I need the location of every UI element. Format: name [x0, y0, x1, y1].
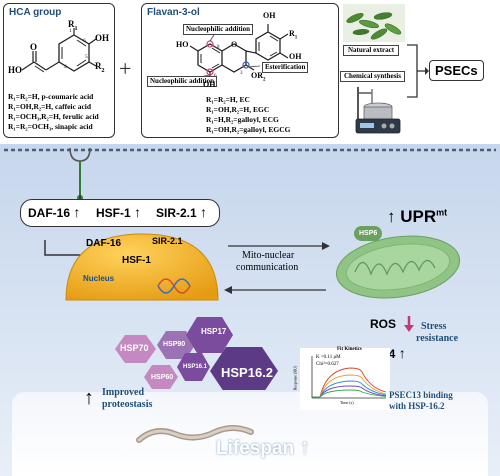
fit-kd-label: K =0.11 μM: [316, 355, 341, 360]
flavan-line-1: R₁=R₂=H, EC: [206, 95, 250, 104]
binding-line-1: PSEC13 binding: [389, 390, 453, 400]
fit-chi-label: Chi²=0.627: [316, 362, 339, 367]
proteostasis-up-arrow: ↑: [84, 387, 94, 409]
proteostasis-line-2: proteostasis: [102, 399, 153, 410]
fit-ylabel: Response (RU): [292, 365, 298, 391]
flavan-or2-label: OR2: [251, 71, 266, 83]
stress-resistance-line-2: resistance: [416, 333, 459, 344]
svg-text:8: 8: [217, 45, 220, 50]
flavan-oh-right-label: OH: [289, 52, 302, 61]
hca-r2-label: R2: [95, 61, 105, 74]
stress-resistance-line-1: Stress: [421, 321, 447, 332]
hca-oh-label: OH: [95, 33, 110, 43]
svg-text:6: 6: [83, 38, 86, 44]
mito-nuclear-line-2: communication: [236, 262, 299, 273]
fit-kinetics-title: Fit Kinetics: [337, 347, 362, 352]
upr-mt-label: ↑ UPRmt: [387, 207, 448, 226]
hsp6-badge: HSP6: [354, 226, 383, 241]
ros-label: ROS: [370, 317, 397, 331]
nucleus-hsf1: HSF-1: [122, 255, 151, 266]
ros-down-arrow: [404, 316, 414, 332]
plus-sign: +: [119, 56, 132, 81]
hca-o-label: O: [30, 42, 38, 52]
hsp161-badge: HSP16.1: [183, 364, 208, 370]
proteostasis-line-1: Improved: [102, 387, 145, 398]
fit-kinetics-chart: [300, 348, 390, 410]
flavan-line-4: R₁=OH,R₂=galloyl, EGCG: [206, 125, 291, 134]
hca-line-4: R₁=R₂=OCH₃, sinapic acid: [8, 122, 93, 131]
hsp162-badge: HSP16.2: [221, 365, 274, 380]
transcription-factors-box: [20, 199, 220, 227]
hca-group-title: HCA group: [9, 7, 62, 18]
hca-ho-label: HO: [8, 65, 23, 75]
hsp-cluster: [115, 317, 278, 390]
hsp17-badge: HSP17: [201, 327, 227, 336]
hsp90-badge: HSP90: [163, 341, 186, 348]
chemical-reactor-image: [355, 87, 401, 134]
hca-line-2: R₁=OH,R₂=H, caffeic acid: [8, 102, 92, 111]
hca-r1-label: R1: [68, 19, 78, 32]
hca-line-1: R₁=R₂=H, p-coumaric acid: [8, 92, 94, 101]
svg-text:O: O: [231, 40, 237, 49]
fit-xlabel: Time (s): [340, 400, 354, 405]
svg-text:5: 5: [85, 54, 88, 60]
flavan-line-2: R₁=OH,R₂=H, EGC: [206, 105, 270, 114]
nucleus: [65, 233, 219, 301]
lifespan-label: Lifespan ↑: [216, 434, 311, 459]
hca-group-panel: [3, 3, 115, 138]
communication-arrows: [224, 242, 330, 294]
nucleus-label: Nucleus: [83, 274, 115, 283]
factor-daf16: DAF-16 ↑: [28, 204, 81, 220]
hsp70-badge: HSP70: [120, 343, 149, 353]
flavan-r1-label: R1: [289, 29, 298, 41]
chemical-synthesis-label: Chemical synthesis: [340, 71, 405, 82]
svg-text:3: 3: [240, 71, 243, 76]
svg-text:1: 1: [69, 28, 72, 34]
psecs-label: PSECs: [429, 60, 484, 81]
svg-text:4: 4: [64, 64, 67, 70]
natural-extract-label: Natural extract: [343, 45, 400, 56]
factor-hsf1: HSF-1 ↑: [96, 204, 142, 220]
hsp60-badge: HSP60: [151, 374, 174, 381]
flavan-oh-top-label: OH: [263, 11, 276, 20]
source-connector-arrow: [407, 44, 429, 98]
hca-structure: 1 4 6 5: [21, 28, 97, 73]
mitochondrion: [335, 235, 461, 299]
factor-sir21: SIR-2.1 ↑: [156, 204, 208, 220]
green-tea-leaves-image: [343, 4, 405, 42]
hca-line-3: R₁=OCH₃,R₂=H, ferulic acid: [8, 112, 99, 121]
flavan-title: Flavan-3-ol: [147, 7, 200, 18]
nucleophilic-addition-callout-1: Nucleophilic addition: [183, 24, 253, 35]
flavan-ho-label: HO: [176, 40, 189, 49]
flavan-oh-bottom-label: OH: [203, 80, 216, 89]
nucleus-sir21: SIR-2.1: [152, 236, 183, 246]
nucleophilic-addition-callout-2: Nucleophilic addition: [147, 76, 217, 87]
binding-line-2: with HSP-16.2: [389, 401, 445, 411]
esterification-callout: Esterification: [262, 62, 309, 73]
c-elegans-worm: [136, 425, 254, 443]
flavan-line-3: R₁=H,R₂=galloyl, ECG: [206, 115, 279, 124]
mito-nuclear-line-1: Mito-nuclear: [242, 250, 295, 261]
nucleus-daf16: DAF-16: [86, 238, 122, 249]
